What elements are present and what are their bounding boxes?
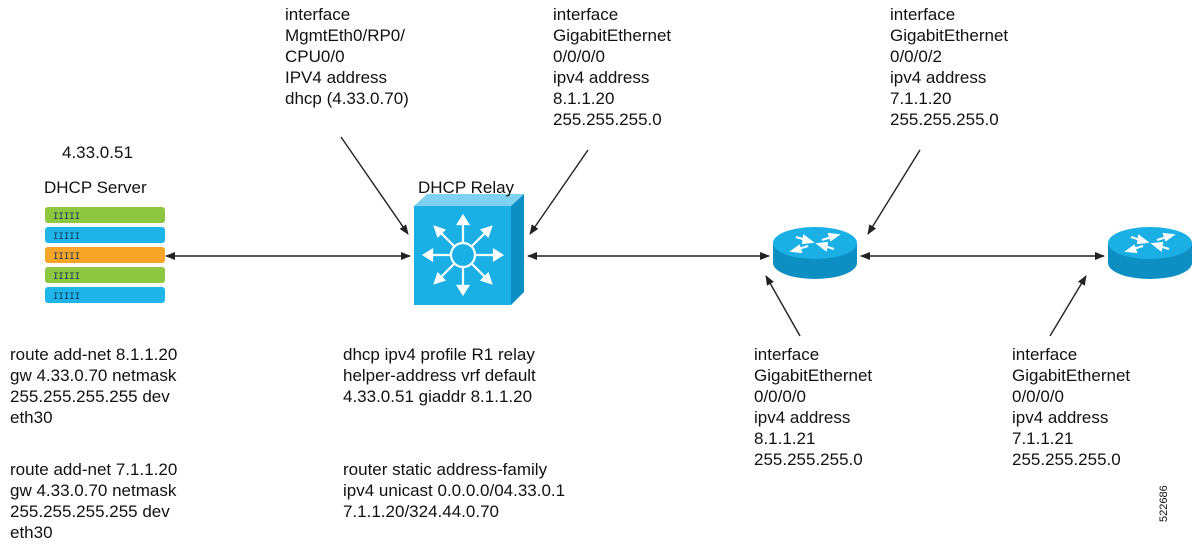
server-unit-marks: IIIII xyxy=(53,212,80,222)
server-route-1-text: route add-net 8.1.1.20 gw 4.33.0.70 netm… xyxy=(10,345,178,427)
router1-lower-interface-label: interface GigabitEthernet 0/0/0/0 ipv4 a… xyxy=(754,345,873,469)
router-2-icon xyxy=(1108,227,1192,279)
dhcp-server-title: DHCP Server xyxy=(44,178,147,197)
server-unit-marks: IIIII xyxy=(53,232,80,242)
relay-mgmt-interface-label: interface MgmtEth0/RP0/ CPU0/0 IPV4 addr… xyxy=(285,5,409,108)
server-unit-marks: IIIII xyxy=(53,272,80,282)
server-unit xyxy=(45,287,165,303)
dhcp-server-ip: 4.33.0.51 xyxy=(62,143,133,162)
server-unit-marks: IIIII xyxy=(53,292,80,302)
relay-config-text: dhcp ipv4 profile R1 relay helper-addres… xyxy=(343,345,536,406)
figure-id: 522686 xyxy=(1158,485,1170,522)
router-1-icon xyxy=(773,227,857,279)
dhcp-relay-switch-icon xyxy=(414,194,524,305)
callout-arrow-router1-upper xyxy=(867,149,921,235)
server-route-2-text: route add-net 7.1.1.20 gw 4.33.0.70 netm… xyxy=(10,460,178,542)
callout-arrow-router2-lower xyxy=(1049,275,1087,337)
dhcp-server-icon: IIIII IIIII IIIII IIIII IIIII xyxy=(45,207,165,303)
server-unit-marks: IIIII xyxy=(53,252,80,262)
server-unit xyxy=(45,207,165,223)
router1-upper-interface-label: interface GigabitEthernet 0/0/0/2 ipv4 a… xyxy=(890,5,1009,129)
relay-gig-interface-label: interface GigabitEthernet 0/0/0/0 ipv4 a… xyxy=(553,5,672,129)
server-unit xyxy=(45,247,165,263)
callout-arrow-mgmt-interface xyxy=(340,136,409,235)
server-unit xyxy=(45,227,165,243)
callout-arrow-relay-gig-interface xyxy=(529,149,589,235)
dhcp-relay-title: DHCP Relay xyxy=(418,178,515,197)
router2-lower-interface-label: interface GigabitEthernet 0/0/0/0 ipv4 a… xyxy=(1012,345,1131,469)
server-unit xyxy=(45,267,165,283)
relay-static-route-text: router static address-family ipv4 unicas… xyxy=(343,460,566,521)
callout-arrow-router1-lower xyxy=(765,275,801,337)
